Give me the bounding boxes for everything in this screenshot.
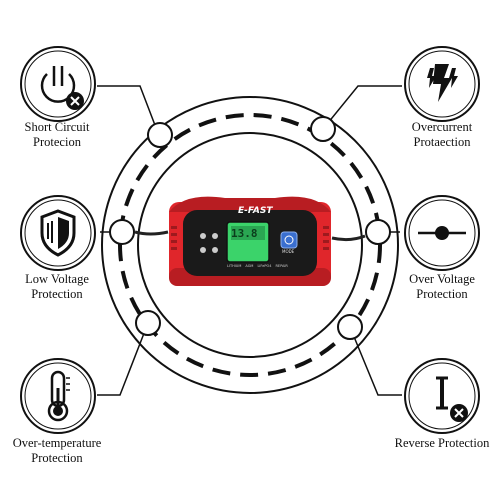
junction-low-voltage bbox=[109, 219, 135, 245]
label-repair: REPAIR bbox=[275, 264, 288, 268]
power-off-icon bbox=[18, 44, 98, 124]
label-short-circuit-line1: Short Circuit bbox=[24, 120, 90, 134]
label-short-circuit-line2: Protecion bbox=[33, 135, 81, 149]
connector-over-temp bbox=[97, 322, 149, 396]
junction-short-circuit bbox=[147, 122, 173, 148]
reverse-polarity-icon bbox=[402, 356, 482, 436]
label-overcurrent-line1: Overcurrent bbox=[411, 120, 473, 134]
label-overcurrent-line2: Protaection bbox=[413, 135, 471, 149]
label-overcurrent: Overcurrent Protaection bbox=[377, 120, 500, 150]
charger-brand: E-FAST bbox=[238, 206, 273, 216]
junction-over-voltage bbox=[365, 219, 391, 245]
label-over-voltage: Over Voltage Protection bbox=[377, 272, 500, 302]
label-low-voltage-line1: Low Voltage bbox=[25, 272, 89, 286]
label-agm: AGM bbox=[245, 264, 254, 268]
connector-reverse bbox=[349, 326, 402, 396]
charger-bottom-labels: LITHIUM AGM LiFePO4 REPAIR bbox=[227, 264, 288, 268]
left-cable bbox=[134, 230, 169, 236]
label-over-temp-line2: Protection bbox=[31, 451, 83, 465]
junction-reverse bbox=[337, 314, 363, 340]
label-lithium: LITHIUM bbox=[227, 264, 242, 268]
label-lifepo4: LiFePO4 bbox=[257, 264, 272, 268]
label-low-voltage-line2: Protection bbox=[31, 287, 83, 301]
label-over-temp-line1: Over-temperature bbox=[12, 436, 102, 450]
lightning-bolt-icon bbox=[402, 44, 482, 124]
label-over-voltage-line2: Protection bbox=[416, 287, 468, 301]
dashed-ring bbox=[118, 113, 382, 377]
junction-over-temp bbox=[135, 310, 161, 336]
label-over-voltage-line1: Over Voltage bbox=[409, 272, 475, 286]
thermometer-icon bbox=[18, 356, 98, 436]
label-reverse-line1: Reverse Protection bbox=[394, 436, 490, 450]
mode-label: MODE bbox=[282, 249, 295, 254]
right-cable bbox=[331, 234, 366, 242]
junction-overcurrent bbox=[310, 116, 336, 142]
label-short-circuit: Short Circuit Protecion bbox=[0, 120, 122, 150]
inner-ring bbox=[137, 132, 363, 358]
label-low-voltage: Low Voltage Protection bbox=[0, 272, 122, 302]
connector-overcurrent bbox=[322, 85, 402, 130]
label-over-temp: Over-temperature Protection bbox=[0, 436, 122, 466]
connector-short-circuit bbox=[97, 85, 159, 134]
node-line-icon bbox=[402, 193, 482, 273]
charger-device bbox=[169, 196, 331, 286]
outer-ring bbox=[101, 96, 399, 394]
charger-display: 13.8 bbox=[231, 227, 258, 240]
shield-icon bbox=[18, 193, 98, 273]
label-reverse: Reverse Protection bbox=[377, 436, 500, 451]
